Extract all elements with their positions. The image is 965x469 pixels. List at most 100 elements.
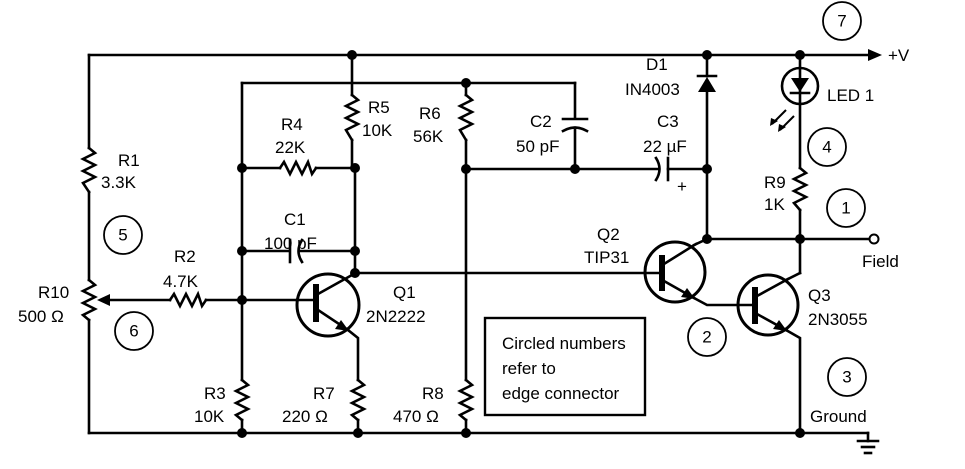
connector-circle	[114, 311, 154, 351]
transistor-q2-symbol	[643, 240, 707, 304]
r6-label: R6	[419, 104, 441, 123]
r6-value: 56K	[413, 127, 444, 146]
resistor-r2-symbol	[168, 290, 208, 309]
connector-6: 6	[114, 311, 154, 351]
connector-number: 3	[842, 368, 851, 387]
field-label: Field	[862, 252, 899, 271]
potentiometer-r10-symbol	[80, 278, 98, 322]
connector-circle	[103, 215, 143, 255]
wire	[692, 296, 740, 307]
ground-icon	[856, 431, 880, 455]
connector-7: 7	[822, 1, 862, 41]
transistor-q3-symbol	[736, 273, 800, 337]
c1-value: 100 pF	[264, 234, 317, 253]
junction-dot	[237, 295, 247, 305]
wire	[346, 328, 360, 382]
c1-label: C1	[284, 210, 306, 229]
junction-dot	[795, 50, 805, 60]
junction-dot	[353, 428, 363, 438]
transistor-q2-emitter-arrow-icon	[681, 288, 695, 299]
r1-value: 3.3K	[101, 173, 137, 192]
supply-label: +V	[888, 46, 910, 65]
led-triangle-icon	[791, 78, 809, 92]
r8-label: R8	[422, 384, 444, 403]
q2-value: TIP31	[584, 248, 629, 267]
junction-dot	[702, 50, 712, 60]
capacitor-c3-curved-plate	[654, 156, 661, 182]
c2-value: 50 pF	[516, 137, 559, 156]
r4-label: R4	[281, 115, 303, 134]
transistor-q3-collector	[755, 277, 790, 298]
q1-value: 2N2222	[366, 307, 426, 326]
connector-number: 1	[841, 199, 850, 218]
junction-dot	[461, 164, 471, 174]
resistor-r7-symbol	[349, 378, 367, 422]
connector-4: 4	[807, 127, 847, 167]
capacitor-c2-curved-plate	[561, 126, 589, 133]
c3-label: C3	[657, 112, 679, 131]
r3-value: 10K	[194, 407, 225, 426]
note-line: Circled numbers	[502, 334, 626, 353]
connector-number: 5	[118, 226, 127, 245]
resistor-r5-symbol	[343, 93, 361, 142]
c2-label: C2	[530, 112, 552, 131]
resistor-r4-symbol	[278, 158, 318, 177]
transistor-q1-emitter-arrow-icon	[335, 320, 349, 331]
junctions	[237, 50, 805, 438]
junction-dot	[702, 234, 712, 244]
transistor-q3-emitter-arrow-icon	[773, 320, 787, 331]
r5-label: R5	[368, 98, 390, 117]
junction-dot	[461, 78, 471, 88]
q3-label: Q3	[808, 286, 831, 305]
wire	[784, 328, 802, 435]
light-arrowhead-icon	[770, 118, 778, 126]
r2-value: 4.7K	[163, 272, 199, 291]
junction-dot	[461, 428, 471, 438]
diode-triangle-icon	[698, 77, 716, 92]
r7-value: 220 Ω	[282, 407, 328, 426]
supply-arrow-icon	[868, 49, 882, 61]
d1-label: D1	[646, 55, 668, 74]
junction-dot	[570, 164, 580, 174]
wire	[692, 237, 872, 247]
connector-3: 3	[827, 357, 867, 397]
field-terminal-icon	[868, 233, 880, 245]
connector-number: 7	[837, 12, 846, 31]
connector-2: 2	[687, 317, 727, 357]
note-line: refer to	[502, 359, 556, 378]
r9-label: R9	[764, 173, 786, 192]
junction-dot	[795, 234, 805, 244]
resistor-r8-symbol	[457, 378, 475, 422]
transistor-q1-collector	[316, 273, 354, 296]
connector-circle	[822, 1, 862, 41]
r9-value: 1K	[764, 195, 785, 214]
q1-label: Q1	[393, 283, 416, 302]
d1-value: IN4003	[625, 80, 680, 99]
connector-circle	[826, 188, 866, 228]
connector-1: 1	[826, 188, 866, 228]
note-line: edge connector	[502, 384, 620, 403]
c3-value: 22 µF	[643, 137, 687, 156]
transistor-q1-envelope	[295, 272, 361, 338]
capacitor-c3-plus-sign: +	[677, 177, 687, 196]
transistor-q2-collector	[662, 242, 698, 266]
note-box: Circled numbers refer to edge connector	[483, 316, 647, 417]
r10-value: 500 Ω	[18, 307, 64, 326]
resistor-r3-symbol	[233, 378, 251, 422]
q3-value: 2N3055	[808, 310, 868, 329]
transistor-q1-symbol	[295, 272, 361, 338]
connector-number: 2	[702, 328, 711, 347]
r8-value: 470 Ω	[393, 407, 439, 426]
junction-dot	[350, 246, 360, 256]
led1-label: LED 1	[827, 86, 874, 105]
connector-circle	[807, 127, 847, 167]
junction-dot	[795, 428, 805, 438]
r7-label: R7	[313, 384, 335, 403]
ground-label: Ground	[810, 407, 867, 426]
light-arrowhead-icon	[778, 124, 786, 132]
junction-dot	[237, 163, 247, 173]
junction-dot	[350, 163, 360, 173]
r1-label: R1	[118, 151, 140, 170]
r2-label: R2	[174, 247, 196, 266]
